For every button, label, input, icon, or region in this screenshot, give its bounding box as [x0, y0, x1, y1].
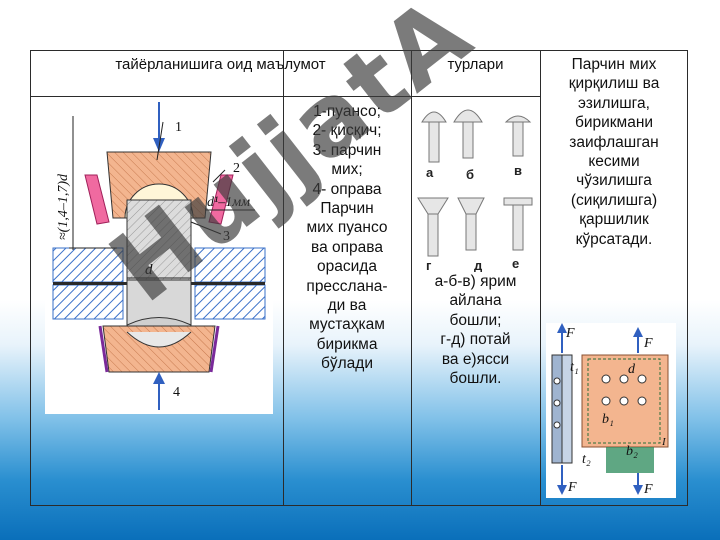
table-divider	[540, 50, 541, 506]
dim-t1: t₁	[570, 360, 579, 375]
type-g-label: г	[426, 258, 432, 272]
riveting-diagram: ≈(1,4–1,7)d 1 2 3 4 d¹–1мм d	[45, 100, 273, 414]
force-label: F	[565, 326, 575, 341]
dim-b1: b₁	[602, 412, 614, 427]
dim-b2: b₂	[626, 444, 638, 459]
table-divider	[411, 50, 412, 506]
main-table	[30, 50, 688, 506]
header-preparation: тайёрланишига оид маълумот	[115, 56, 326, 73]
header-types: турлари	[447, 56, 504, 73]
label-2: 2	[233, 161, 240, 176]
type-v-label: в	[514, 163, 522, 178]
types-description: а-б-в) ярим айлана бошли; г-д) потай ва …	[434, 273, 517, 388]
dim-d: d	[145, 262, 153, 278]
label-3: 3	[223, 229, 230, 244]
label-1: 1	[175, 120, 182, 135]
force-label: F	[567, 480, 577, 495]
dim-t2: t₂	[582, 452, 591, 467]
type-a-label: а	[426, 165, 434, 180]
properties-text: Парчин мих қирқилиш ва эзилишга, бирикма…	[568, 56, 660, 248]
riveting-description: 1-пуансо; 2- қисқич; 3- парчин мих; 4- о…	[306, 103, 388, 373]
table-divider	[283, 50, 284, 506]
force-label: F	[643, 336, 653, 351]
type-b-label: б	[466, 167, 474, 182]
formula-label: ≈(1,4–1,7)d	[56, 173, 71, 240]
dim-d1: d¹–1мм	[207, 195, 250, 210]
dim-d: d	[628, 362, 636, 377]
force-label: F	[643, 482, 653, 497]
section-mark: I	[661, 436, 667, 448]
joint-diagram: F F F F t₁ d b₁ t₂ b₂ I	[546, 323, 676, 498]
rivet-types-diagram: а б в г д е	[417, 109, 533, 272]
type-d-label: д	[474, 258, 483, 272]
label-4: 4	[173, 385, 180, 400]
type-e-label: е	[512, 256, 519, 271]
table-divider	[30, 96, 540, 97]
